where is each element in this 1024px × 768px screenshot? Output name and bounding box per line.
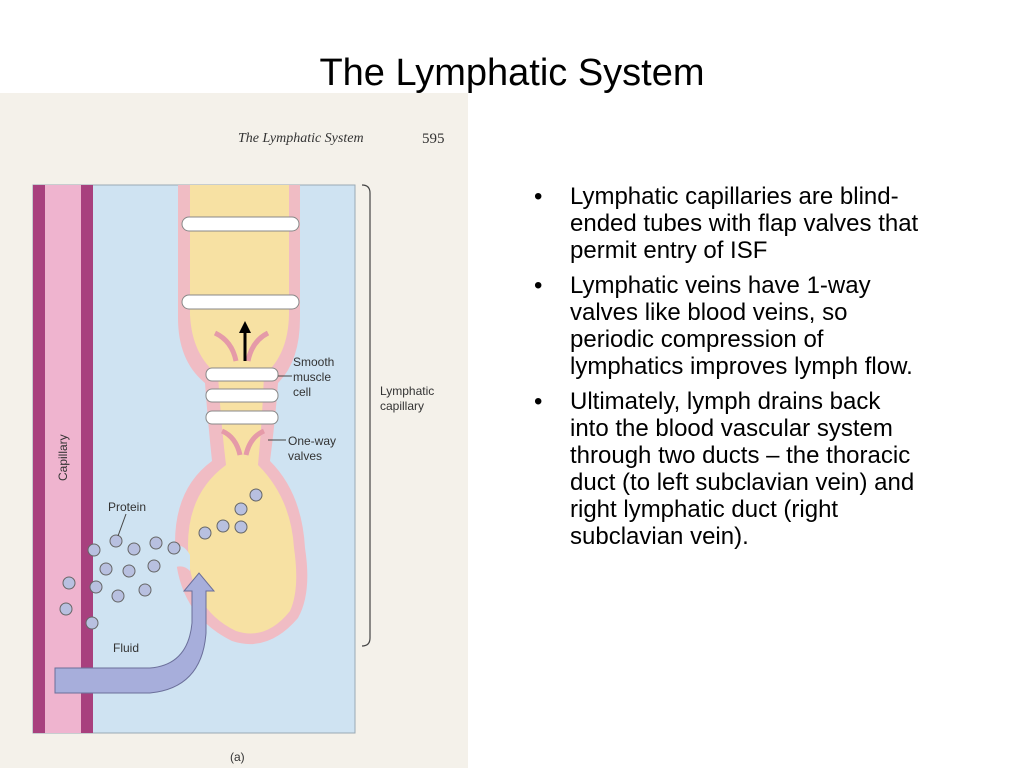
- bullet-item: Ultimately, lymph drains back into the b…: [530, 388, 920, 550]
- protein-dot: [59, 602, 73, 616]
- protein-dot: [234, 502, 248, 516]
- capillary-lumen: [45, 185, 81, 733]
- smooth-muscle-rings: [181, 216, 300, 425]
- muscle-ring: [205, 367, 279, 382]
- protein-dot: [167, 541, 181, 555]
- flow-arrow-head: [239, 321, 251, 333]
- lymphatic-figure: The Lymphatic System 595 Capillary: [0, 93, 468, 768]
- protein-molecules: [59, 488, 263, 630]
- valve-flap-upper-left: [213, 330, 239, 362]
- figure-header: The Lymphatic System: [238, 131, 364, 146]
- fluid-arrow: [54, 572, 216, 694]
- valve-flap-lower-right: [243, 428, 266, 456]
- valve-flap-upper-right: [245, 330, 270, 362]
- protein-dot: [216, 519, 230, 533]
- protein-label: Protein: [108, 500, 146, 514]
- lymphatic-capillary-label-1: Lymphatic: [380, 384, 434, 398]
- smooth-muscle-label-3: cell: [293, 385, 311, 399]
- protein-dot: [122, 564, 136, 578]
- valve-flap-lower-left: [220, 428, 243, 456]
- smooth-muscle-label-2: muscle: [293, 370, 331, 384]
- fluid-label: Fluid: [113, 641, 139, 655]
- smooth-muscle-label-1: Smooth: [293, 355, 334, 369]
- capillary-label: Capillary: [56, 434, 70, 481]
- figure-page-number: 595: [422, 131, 445, 147]
- protein-dot: [234, 520, 248, 534]
- one-way-valves-label-2: valves: [288, 449, 322, 463]
- protein-dot: [85, 616, 99, 630]
- bullet-item: Lymphatic veins have 1-way valves like b…: [530, 272, 920, 380]
- lymphatic-capillary-bracket: [361, 184, 371, 647]
- muscle-ring: [181, 294, 300, 310]
- protein-dot: [62, 576, 76, 590]
- slide-title: The Lymphatic System: [319, 52, 705, 94]
- bullet-list: Lymphatic capillaries are blind-ended tu…: [530, 183, 920, 558]
- muscle-ring: [205, 410, 279, 425]
- protein-dot: [249, 488, 263, 502]
- bullet-item: Lymphatic capillaries are blind-ended tu…: [530, 183, 920, 264]
- protein-dot: [89, 580, 103, 594]
- panel-label: (a): [230, 750, 245, 764]
- protein-dot: [127, 542, 141, 556]
- one-way-valves-label-1: One-way: [288, 434, 336, 448]
- protein-dot: [138, 583, 152, 597]
- capillary-inner-wall: [81, 185, 93, 733]
- protein-dot: [87, 543, 101, 557]
- protein-dot: [149, 536, 163, 550]
- protein-dot: [147, 559, 161, 573]
- muscle-ring: [181, 216, 300, 232]
- protein-dot: [109, 534, 123, 548]
- muscle-ring: [205, 388, 279, 403]
- lymphatic-diagram: Capillary: [32, 184, 434, 764]
- protein-leader: [117, 513, 127, 537]
- protein-dot: [99, 562, 113, 576]
- protein-dot: [111, 589, 125, 603]
- capillary-outer-wall: [33, 185, 45, 733]
- lymphatic-capillary-label-2: capillary: [380, 399, 424, 413]
- protein-dot: [198, 526, 212, 540]
